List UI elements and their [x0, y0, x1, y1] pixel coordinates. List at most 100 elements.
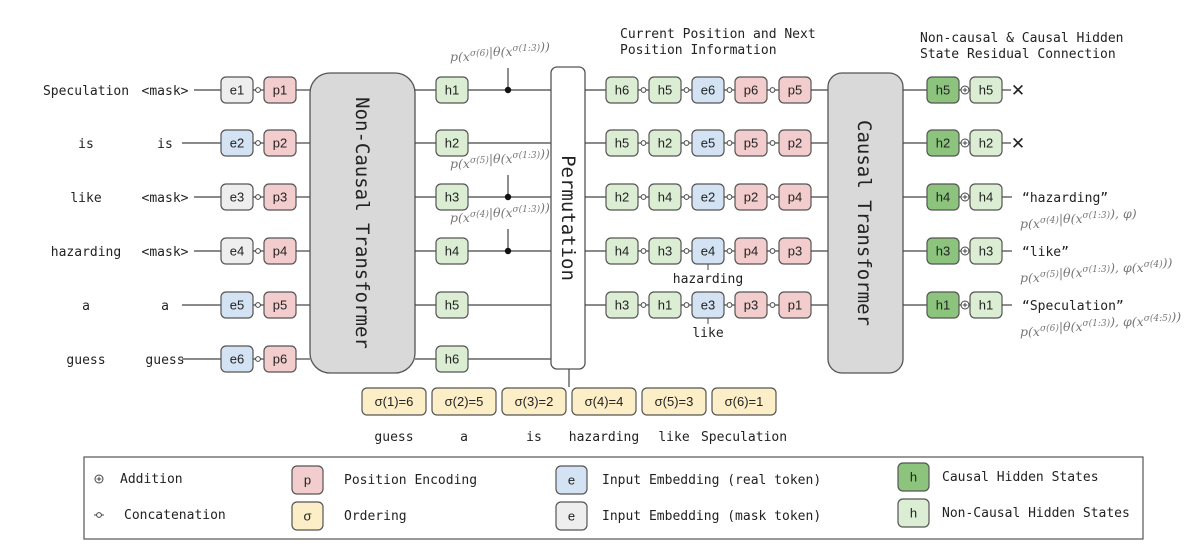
concatenation-icon [769, 87, 776, 93]
noncausal-hidden-box-label: h1 [445, 83, 459, 98]
embedding-box: e3 [220, 183, 254, 211]
legend-swatch-embed_real-label: e [568, 473, 575, 488]
ordering-box-label: σ(1)=6 [375, 394, 414, 409]
embedding-box-label: e6 [230, 352, 244, 367]
concatenation-icon [255, 248, 261, 254]
middle-cell-h-label: h3 [615, 298, 629, 313]
middle-cell-p: p2 [778, 129, 812, 157]
noncausal-hidden-box-label: h6 [445, 352, 459, 367]
middle-cell-p: p3 [734, 291, 768, 319]
embedding-box: e1 [220, 76, 254, 104]
embedding-box: e5 [220, 291, 254, 319]
input-token: guess [145, 353, 184, 368]
legend-label: Causal Hidden States [942, 470, 1099, 485]
legend-label: Input Embedding (mask token) [602, 509, 821, 524]
predicted-token: “Speculation” [1022, 299, 1124, 314]
ordering-box-bg [361, 387, 427, 416]
middle-cell-h-label: h4 [615, 244, 629, 259]
input-token: <mask> [142, 191, 189, 206]
embedding-box-label: e4 [230, 244, 244, 259]
position-box-label: p6 [273, 352, 287, 367]
middle-cell-h-label: h1 [658, 298, 672, 313]
noncausal-hidden-box-label: h3 [979, 244, 993, 259]
noncausal-hidden-box: h1 [969, 291, 1003, 319]
middle-cell-p-label: p4 [788, 190, 802, 205]
prediction-formula: p(xσ(6)|θ(xσ(1:3)), φ(xσ(4:5))) [1020, 309, 1181, 339]
predicted-token: “like” [1022, 245, 1069, 260]
middle-cell-p-label: p3 [744, 298, 758, 313]
permutation-label: Permutation [557, 155, 579, 281]
position-box-label: p2 [273, 136, 287, 151]
addition-icon [960, 85, 970, 95]
causal-hidden-box-label: h2 [936, 136, 950, 151]
middle-cell-h-label: h2 [615, 190, 629, 205]
original-token: hazarding [51, 245, 121, 260]
original-token: guess [66, 353, 105, 368]
middle-cell-p-label: p4 [744, 244, 758, 259]
ordering-box: σ(1)=6 [361, 387, 427, 416]
embedding-box-label: e3 [230, 190, 244, 205]
noncausal-hidden-box-label: h4 [445, 244, 459, 259]
tap-formula: p(xσ(4)|θ(xσ(1:3))) [450, 200, 550, 225]
concatenation-icon [769, 194, 776, 200]
ordering-box: σ(5)=3 [641, 387, 707, 416]
noncausal-transformer-label: Non-Causal Transformer [351, 97, 373, 349]
middle-cell-h-label: h5 [615, 136, 629, 151]
legend-swatch-causal_h: h [897, 462, 930, 492]
middle-title-line2: Position Information [620, 43, 777, 58]
concatenation-icon [726, 140, 733, 146]
concatenation-icon [640, 302, 647, 308]
legend-swatch-embed_mask: e [555, 501, 588, 531]
middle-cell-h: h4 [605, 237, 639, 265]
causal-hidden-box-label: h4 [936, 190, 950, 205]
legend-swatch-noncausal_h-label: h [910, 506, 917, 521]
middle-cell-p: p2 [734, 183, 768, 211]
noncausal-hidden-box: h2 [969, 129, 1003, 157]
concatenation-icon [683, 248, 690, 254]
middle-note: hazarding [673, 272, 743, 287]
dropped-x-icon: ✕ [1011, 81, 1025, 101]
input-token: <mask> [142, 84, 189, 99]
noncausal-hidden-box: h4 [969, 183, 1003, 211]
concatenation-icon [255, 87, 261, 93]
middle-title-line1: Current Position and Next [620, 27, 816, 42]
middle-cell-e: e6 [691, 76, 725, 104]
input-token: is [157, 137, 173, 152]
causal-hidden-box: h5 [926, 76, 960, 104]
right-title-line1: Non-causal & Causal Hidden [920, 31, 1124, 46]
input-token: <mask> [142, 245, 189, 260]
embedding-box: e2 [220, 129, 254, 157]
middle-cell-h-label: h4 [658, 190, 672, 205]
noncausal-hidden-box: h1 [435, 76, 469, 104]
legend-label: Position Encoding [344, 473, 477, 488]
ordering-word: guess [374, 430, 413, 445]
middle-cell-p-label: p2 [788, 136, 802, 151]
ordering-box-bg [501, 387, 567, 416]
embedding-box-label: e5 [230, 298, 244, 313]
concatenation-icon [769, 302, 776, 308]
legend-swatch-embed_real: e [555, 465, 588, 495]
concatenation-icon [769, 248, 776, 254]
noncausal-hidden-box: h5 [435, 291, 469, 319]
noncausal-hidden-box: h4 [435, 237, 469, 265]
middle-cell-p-label: p2 [744, 190, 758, 205]
noncausal-hidden-box: h2 [435, 129, 469, 157]
addition-icon [960, 138, 970, 148]
legend-label: Ordering [344, 509, 407, 524]
addition-icon [960, 300, 970, 310]
embedding-box: e6 [220, 345, 254, 373]
middle-cell-h: h3 [605, 291, 639, 319]
concatenation-icon [255, 140, 261, 146]
middle-cell-h: h5 [605, 129, 639, 157]
position-box-label: p1 [273, 83, 287, 98]
ordering-box-bg [641, 387, 707, 416]
noncausal-hidden-box-label: h5 [445, 298, 459, 313]
dropped-x-icon: ✕ [1011, 134, 1025, 154]
causal-transformer-block [827, 72, 904, 374]
ordering-box-label: σ(4)=4 [585, 394, 624, 409]
legend-swatch-position: p [291, 465, 324, 495]
prediction-formula: p(xσ(5)|θ(xσ(1:3)), φ(xσ(4))) [1020, 255, 1172, 285]
legend-swatch-position-label: p [304, 473, 311, 488]
addition-icon [960, 192, 970, 202]
